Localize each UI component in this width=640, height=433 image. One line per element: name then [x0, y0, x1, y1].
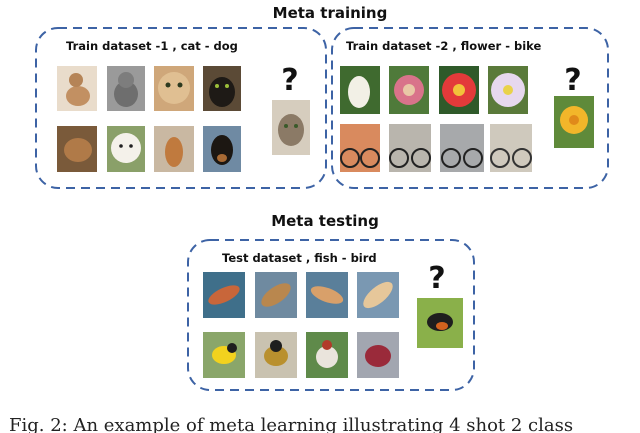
bird-image [255, 332, 297, 378]
bike-image [389, 124, 431, 172]
meta-training-heading: Meta training [273, 4, 388, 22]
query-mark: ? [428, 261, 445, 296]
flower-image [439, 66, 479, 114]
fish-image [357, 272, 399, 318]
bird-image [203, 332, 245, 378]
bike-image [490, 124, 532, 172]
flower-image [488, 66, 528, 114]
bird-image [357, 332, 399, 378]
fish-image [255, 272, 297, 318]
train-task-2-box [331, 27, 609, 189]
query-mark: ? [281, 63, 298, 98]
dog-image [154, 126, 194, 172]
cat-image [154, 66, 194, 111]
train-task-1-label: Train dataset -1 , cat - dog [66, 39, 238, 53]
bike-image [340, 124, 380, 172]
train-task-2-label: Train dataset -2 , flower - bike [346, 39, 542, 53]
cat-image [107, 66, 145, 111]
dog-image [203, 126, 241, 172]
query-cat-image [272, 100, 310, 155]
query-flower-image [554, 96, 594, 148]
cat-image [57, 66, 97, 111]
dog-image [107, 126, 145, 172]
query-bird-image [417, 298, 463, 348]
flower-image [340, 66, 380, 114]
test-task-box [187, 239, 475, 391]
cat-image [203, 66, 241, 111]
fish-image [203, 272, 245, 318]
bike-image [440, 124, 484, 172]
meta-testing-heading: Meta testing [271, 212, 379, 230]
fish-image [306, 272, 348, 318]
query-mark: ? [564, 63, 581, 98]
test-task-label: Test dataset , fish - bird [222, 251, 377, 265]
train-task-1-box [35, 27, 327, 189]
figure-caption: Fig. 2: An example of meta learning illu… [9, 415, 573, 433]
flower-image [389, 66, 429, 114]
dog-image [57, 126, 97, 172]
bird-image [306, 332, 348, 378]
